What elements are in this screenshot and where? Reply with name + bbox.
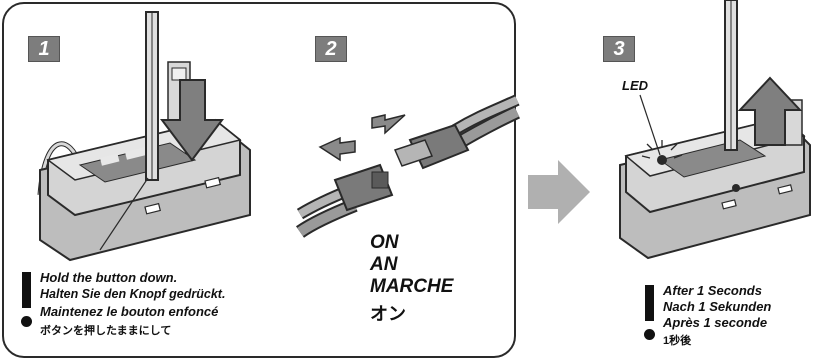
- step1-instruction-en: Hold the button down.: [40, 270, 177, 285]
- battery-connector-right: [395, 100, 517, 168]
- led-label: LED: [622, 78, 648, 93]
- step-2-badge: 2: [315, 36, 347, 62]
- step1-instruction-de: Halten Sie den Knopf gedrückt.: [40, 287, 225, 301]
- step2-label-jp: オン: [370, 300, 406, 326]
- step1-instruction-jp: ボタンを押したままにして: [40, 322, 171, 338]
- step-1-badge: 1: [28, 36, 60, 62]
- step-3-badge: 3: [603, 36, 635, 62]
- step3-instruction-jp: 1秒後: [663, 332, 691, 348]
- pointer-stick-step1: [146, 12, 158, 180]
- step3-instruction-en: After 1 Seconds: [663, 283, 762, 298]
- next-step-arrow-icon: [528, 160, 590, 224]
- step2-label-en: ON: [370, 232, 399, 254]
- esc-connector-left: [300, 165, 392, 232]
- step3-instruction-fr: Après 1 seconde: [663, 315, 767, 330]
- step1-instruction-fr: Maintenez le bouton enfoncé: [40, 304, 218, 319]
- connect-arrows-icon: [320, 115, 405, 160]
- step3-instruction-de: Nach 1 Sekunden: [663, 299, 771, 314]
- pointer-stick-step3: [725, 0, 737, 150]
- led-leader-line: [640, 95, 660, 155]
- step2-label-fr: MARCHE: [370, 276, 453, 298]
- step2-label-de: AN: [370, 254, 397, 276]
